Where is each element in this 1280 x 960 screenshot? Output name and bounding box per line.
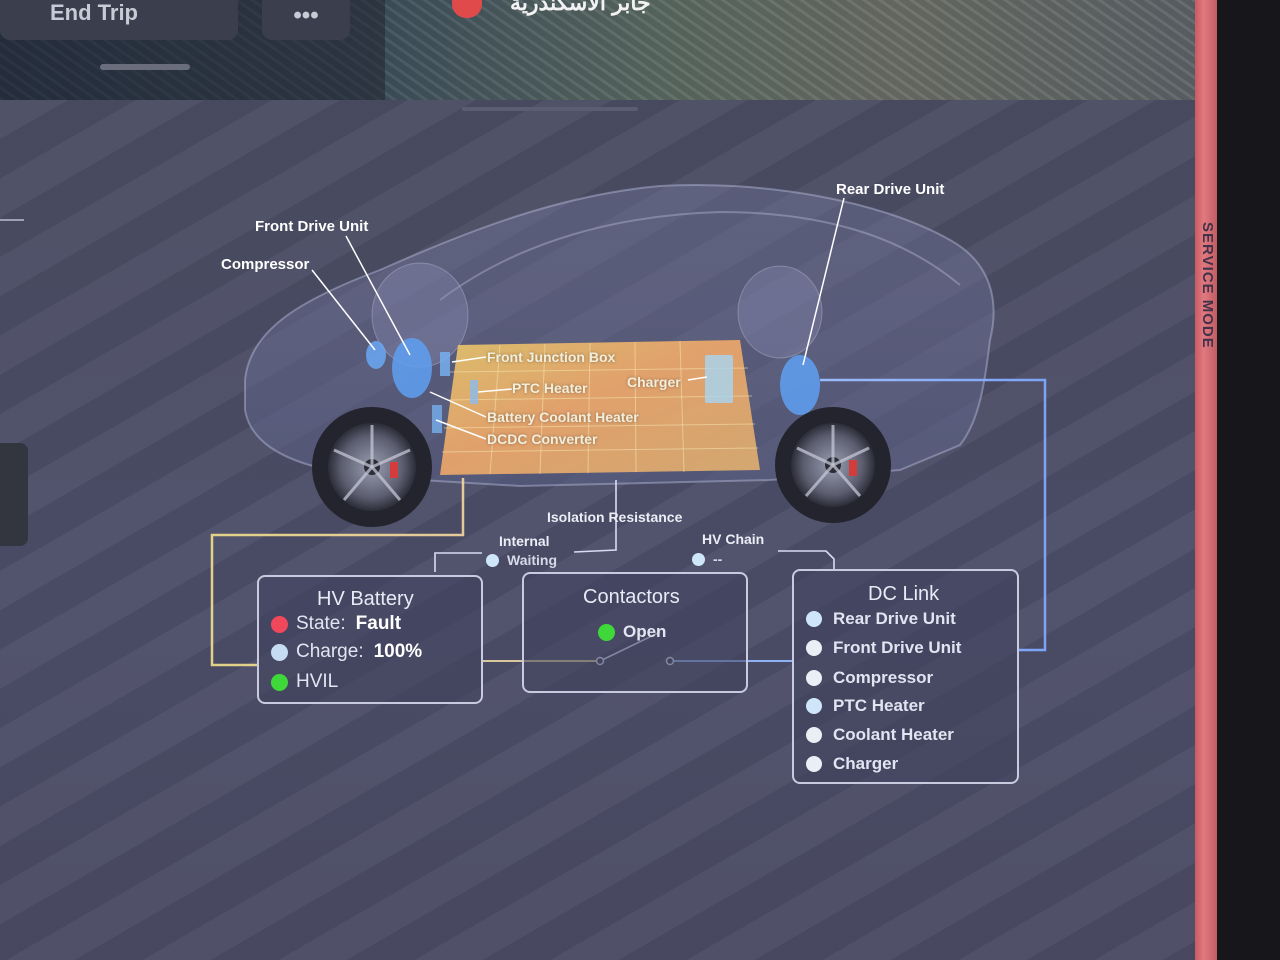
left-side-tab[interactable] xyxy=(0,443,28,546)
dc-link-dot xyxy=(806,640,822,656)
contactors-card[interactable]: Contactors Open xyxy=(522,572,748,693)
car-roof-line xyxy=(439,210,961,301)
panel-grip-handle[interactable] xyxy=(462,107,638,111)
hv-battery-card[interactable]: HV Battery State: Fault Charge: 100% HVI… xyxy=(257,575,483,704)
front-drive-unit-module xyxy=(392,338,432,398)
dc-link-title: DC Link xyxy=(868,583,940,605)
charge-value: 100% xyxy=(373,641,423,662)
service-mode-strip xyxy=(1195,0,1217,960)
rear-wheel-arch xyxy=(737,265,823,359)
dc-link-item: Charger xyxy=(806,754,898,774)
more-options-button[interactable]: ••• xyxy=(262,0,350,40)
compressor-module xyxy=(366,341,386,369)
hv-wire-left xyxy=(210,478,465,667)
internal-status-dot xyxy=(486,553,499,567)
dc-link-item-label: Rear Drive Unit xyxy=(833,609,956,628)
internal-status-value: Waiting xyxy=(507,552,558,568)
charger-module xyxy=(705,355,733,403)
hv-chain-status: -- xyxy=(692,551,722,567)
dc-link-item: Compressor xyxy=(806,668,933,688)
car-diagram xyxy=(210,183,1047,667)
label-rear-drive-unit: Rear Drive Unit xyxy=(836,181,945,198)
hv-chain-connector xyxy=(778,550,835,570)
hv-chain-label: HV Chain xyxy=(702,531,765,547)
internal-label: Internal xyxy=(499,533,550,549)
hv-battery-charge-row: Charge: 100% xyxy=(271,641,422,663)
dc-link-item-label: Charger xyxy=(833,754,899,773)
label-dcdc-converter: DCDC Converter xyxy=(487,431,598,447)
internal-connector xyxy=(434,552,482,572)
battery-pack xyxy=(440,340,760,475)
end-trip-button[interactable]: End Trip xyxy=(0,0,238,40)
left-divider xyxy=(0,219,24,221)
dc-link-item: Coolant Heater xyxy=(806,725,954,745)
hvil-dot xyxy=(271,673,288,691)
front-wheel xyxy=(312,407,432,527)
screen-bezel xyxy=(1217,0,1280,960)
hv-battery-hvil-row: HVIL xyxy=(271,671,338,693)
rear-drive-unit-module xyxy=(780,355,820,415)
isolation-resistance-label: Isolation Resistance xyxy=(547,509,683,525)
front-junction-box-module xyxy=(440,352,450,376)
hv-battery-state-row: State: Fault xyxy=(271,613,401,635)
service-mode-label: SERVICE MODE xyxy=(1199,222,1216,349)
map-place-label: جابر الاسكندرية xyxy=(510,0,651,15)
dc-link-dot xyxy=(806,727,822,743)
state-label: State: xyxy=(296,613,346,634)
dc-link-item-label: PTC Heater xyxy=(833,696,925,715)
charge-dot xyxy=(271,643,288,661)
state-fault-dot xyxy=(271,615,288,633)
dc-link-card[interactable]: DC Link Rear Drive Unit Front Drive Unit… xyxy=(792,569,1019,784)
rear-wheel xyxy=(775,407,891,523)
label-battery-coolant-heater: Battery Coolant Heater xyxy=(487,409,639,425)
label-front-drive-unit: Front Drive Unit xyxy=(255,218,369,235)
label-charger: Charger xyxy=(627,374,681,390)
label-compressor: Compressor xyxy=(221,256,310,273)
dc-link-item-label: Compressor xyxy=(833,668,934,687)
map-pin-icon[interactable] xyxy=(452,0,482,18)
dc-link-item: Rear Drive Unit xyxy=(806,609,956,629)
dc-link-item: Front Drive Unit xyxy=(806,638,961,658)
dc-link-dot xyxy=(806,611,822,627)
contactors-status: Open xyxy=(623,622,667,641)
contactors-status-dot xyxy=(598,623,615,641)
hv-wire-right xyxy=(820,378,1047,652)
isolation-connector xyxy=(573,480,617,553)
dc-link-dot xyxy=(806,698,822,714)
hv-chain-status-value: -- xyxy=(713,551,723,567)
drawer-handle[interactable] xyxy=(100,64,190,70)
hv-battery-title: HV Battery xyxy=(317,588,414,610)
map-view[interactable]: جابر الاسكندرية End Trip ••• xyxy=(0,0,1200,100)
label-front-junction-box: Front Junction Box xyxy=(487,349,616,365)
dc-link-item: PTC Heater xyxy=(806,696,925,716)
hvil-label: HVIL xyxy=(296,671,339,692)
state-value: Fault xyxy=(355,613,402,634)
dc-link-dot xyxy=(806,756,822,772)
dc-link-dot xyxy=(806,670,822,686)
internal-status: Waiting xyxy=(486,552,557,568)
contactors-status-row: Open xyxy=(598,622,666,642)
hv-chain-status-dot xyxy=(692,552,705,566)
contactors-title: Contactors xyxy=(583,586,680,608)
dc-link-item-label: Front Drive Unit xyxy=(833,638,962,657)
label-ptc-heater: PTC Heater xyxy=(512,380,588,396)
charge-label: Charge: xyxy=(296,641,364,662)
dcdc-module xyxy=(432,405,442,433)
ptc-module xyxy=(470,380,478,404)
dc-link-item-label: Coolant Heater xyxy=(833,725,954,744)
